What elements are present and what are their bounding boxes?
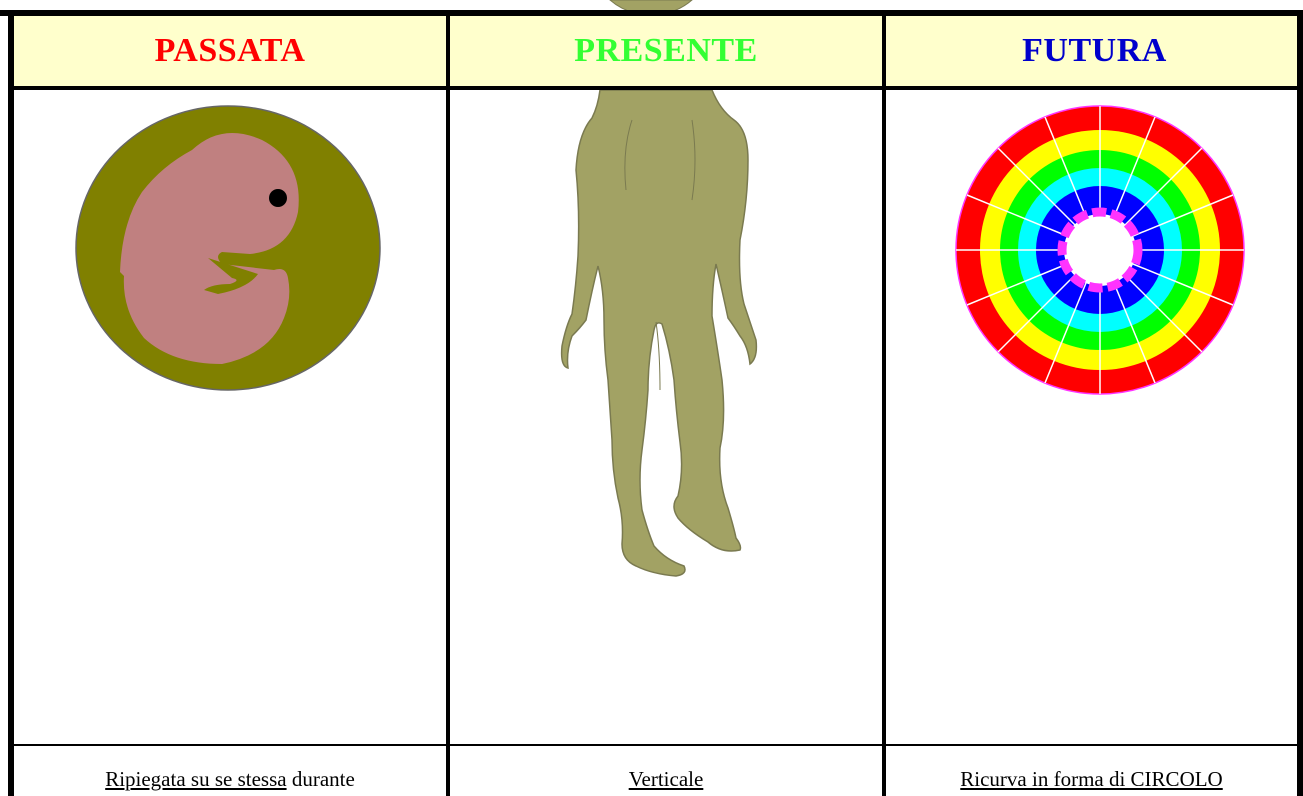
embryo-in-womb-icon — [72, 102, 386, 398]
standing-human-figure-icon — [552, 90, 762, 580]
header-passata: PASSATA — [14, 16, 446, 86]
table-top-border — [0, 10, 1303, 16]
table-left-border — [8, 10, 14, 796]
caption-passata-underlined: Ripiegata su se stessa — [105, 767, 286, 792]
table-right-border — [1297, 10, 1303, 796]
header-futura-label: FUTURA — [1022, 32, 1167, 70]
header-passata-label: PASSATA — [155, 32, 306, 70]
caption-futura-underlined: Ricurva in forma di CIRCOLO — [960, 767, 1222, 792]
caption-passata: Ripiegata su se stessa durante — [14, 746, 446, 796]
caption-presente: Verticale — [450, 746, 882, 796]
header-futura: FUTURA — [886, 16, 1303, 86]
column-divider-1 — [446, 10, 450, 796]
header-presente: PRESENTE — [450, 16, 882, 86]
rainbow-circle-icon — [952, 104, 1248, 396]
header-presente-label: PRESENTE — [574, 32, 758, 70]
column-divider-2 — [882, 10, 886, 796]
caption-passata-plain: durante — [287, 767, 355, 792]
caption-futura: Ricurva in forma di CIRCOLO — [886, 746, 1297, 796]
caption-presente-underlined: Verticale — [629, 767, 704, 792]
